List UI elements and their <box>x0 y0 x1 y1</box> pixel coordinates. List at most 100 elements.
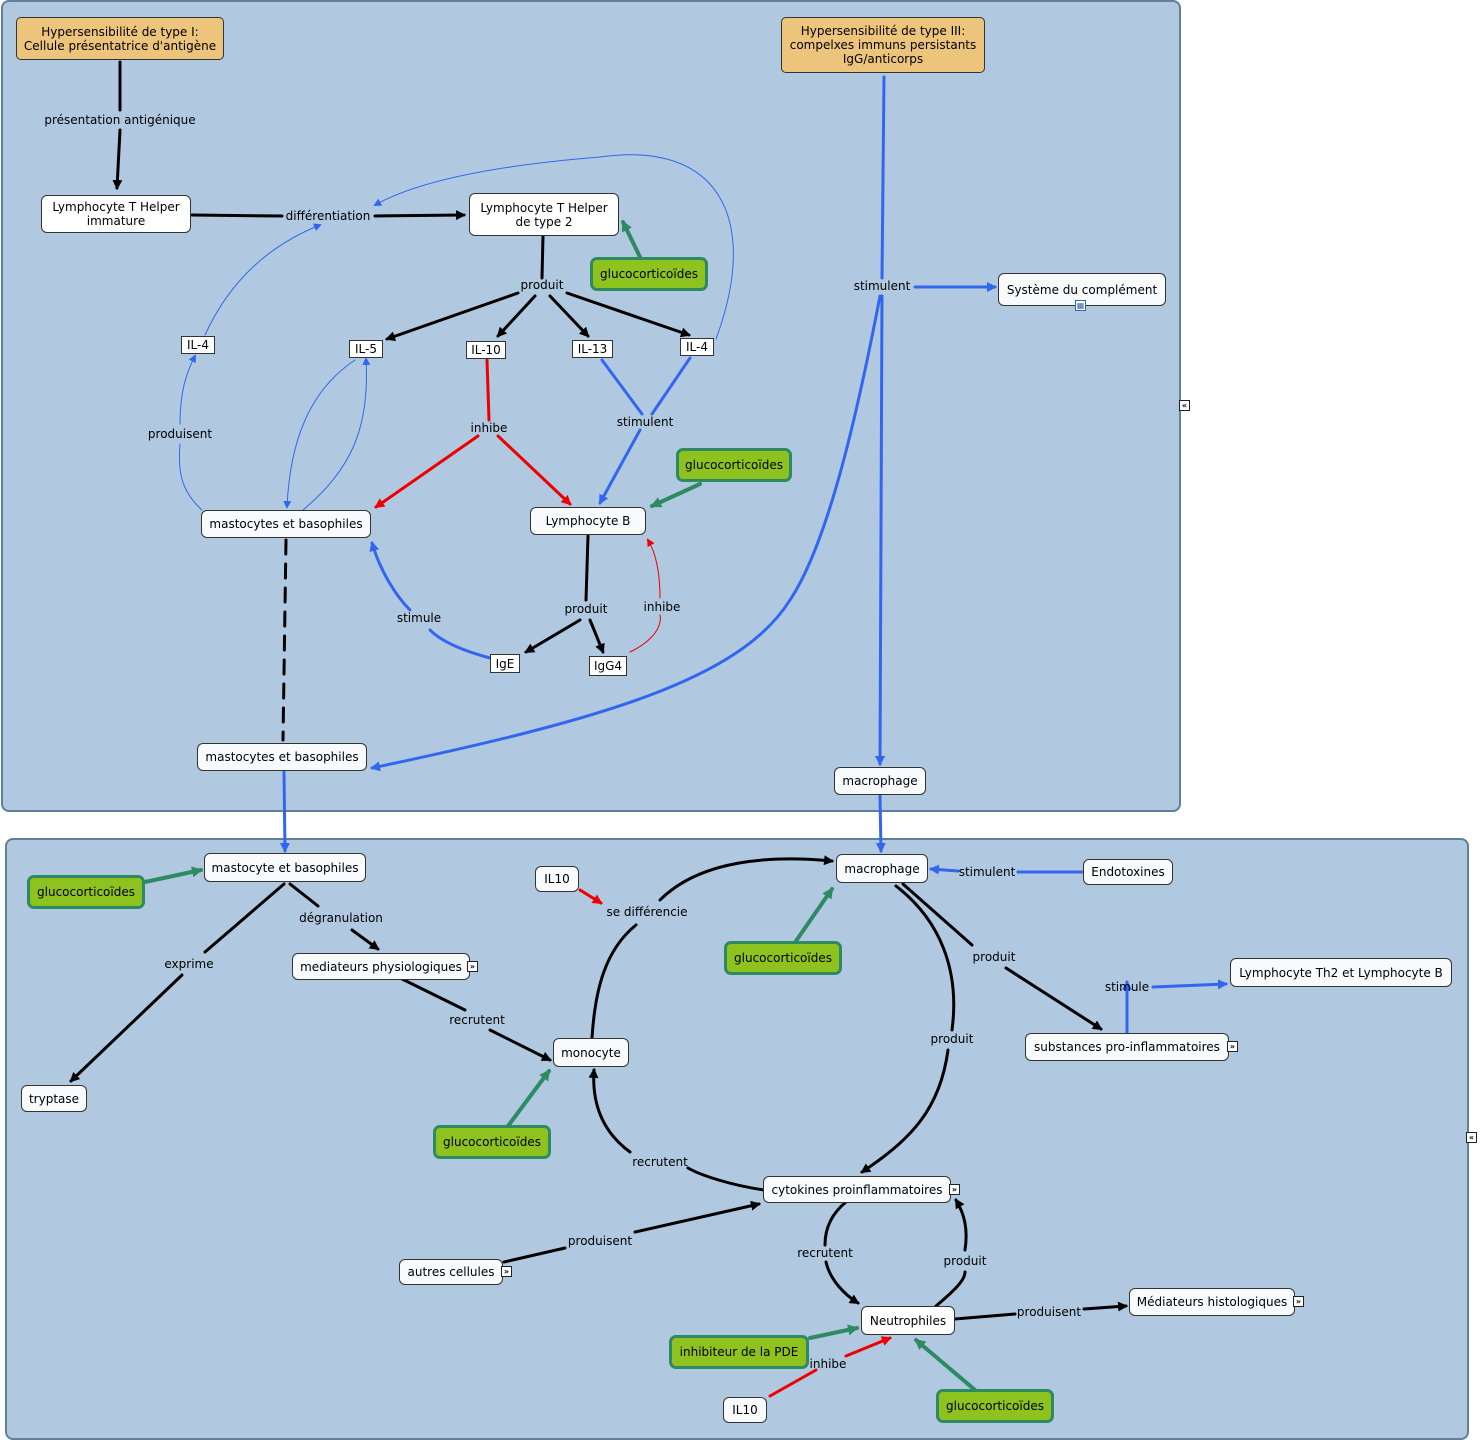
link-masto-masto2 <box>281 538 288 742</box>
link-stimulent-lymphoB <box>598 428 642 505</box>
label-stimule-ige: stimule <box>396 611 442 625</box>
link-exprime-tryptase <box>69 973 184 1083</box>
label-stimule-sub: stimule <box>1104 980 1150 994</box>
link-produit-il5 <box>385 291 520 342</box>
node-igg4[interactable]: IgG4 <box>589 656 627 676</box>
link-recrutent2-neutrophiles <box>824 1260 860 1305</box>
node-il4-left[interactable]: IL-4 <box>181 336 215 354</box>
link-recrutent-monocyte <box>488 1028 552 1062</box>
link-lth2-produit <box>540 234 545 280</box>
link-produit-substances <box>1004 966 1103 1031</box>
label-produit-b: produit <box>564 602 608 616</box>
link-produit-il10 <box>496 294 537 338</box>
link-recrutent-monocyte2 <box>588 1068 632 1154</box>
node-lth-immature[interactable]: Lymphocyte T Helper immature <box>41 195 191 233</box>
node-gluco6[interactable]: glucocorticoïdes <box>936 1389 1054 1423</box>
node-mediateurs-phys[interactable]: mediateurs physiologiques <box>292 953 470 980</box>
label-se-differencie: se différencie <box>606 905 688 919</box>
label-recrutent-med: recrutent <box>449 1013 505 1027</box>
link-hyp3-stimulent <box>880 75 886 280</box>
link-produit-il13 <box>548 294 590 338</box>
expand-icon[interactable]: » <box>949 1184 960 1195</box>
node-cytokines[interactable]: cytokines proinflammatoires <box>763 1176 951 1203</box>
link-masto3-exprime <box>203 882 286 954</box>
node-gluco4[interactable]: glucocorticoïdes <box>724 941 842 975</box>
label-inhibe-neutro: inhibe <box>809 1357 847 1371</box>
link-masto-il5 <box>302 357 371 511</box>
link-presentation-lth <box>112 128 123 190</box>
link-macrophage-produit <box>901 882 974 947</box>
label-inhibe-b: inhibe <box>643 600 681 614</box>
node-lth2-b[interactable]: Lymphocyte Th2 et Lymphocyte B <box>1230 958 1452 987</box>
concept-map-icon[interactable]: ▦ <box>1075 300 1086 311</box>
link-inhibe-neutrophiles <box>844 1336 892 1358</box>
link-sediff-macrophage <box>658 855 834 902</box>
expand-icon[interactable]: » <box>501 1266 512 1277</box>
expand-icon[interactable]: » <box>467 961 478 972</box>
label-produit-macro2: produit <box>930 1032 974 1046</box>
link-il4-diff <box>204 223 322 336</box>
node-gluco5[interactable]: glucocorticoïdes <box>433 1125 551 1159</box>
label-recrutent-neutro: recrutent <box>797 1246 853 1260</box>
node-gluco3[interactable]: glucocorticoïdes <box>27 875 145 909</box>
label-produit-macro: produit <box>972 950 1016 964</box>
link-stimulent-macrophage1 <box>875 294 886 766</box>
expand-icon[interactable]: » <box>1293 1296 1304 1307</box>
label-presentation: présentation antigénique <box>44 113 196 127</box>
node-masto3[interactable]: mastocyte et basophiles <box>204 853 366 882</box>
node-il10-a[interactable]: IL10 <box>535 866 579 892</box>
node-inhibiteur[interactable]: inhibiteur de la PDE <box>669 1335 809 1369</box>
node-gluco2[interactable]: glucocorticoïdes <box>676 448 792 482</box>
link-produisent-il4 <box>179 354 196 425</box>
node-gluco1[interactable]: glucocorticoïdes <box>590 257 708 291</box>
link-il10-sediff <box>578 888 603 905</box>
node-monocyte[interactable]: monocyte <box>553 1038 629 1067</box>
link-inhibe-lymphoB <box>496 434 572 506</box>
label-differentiation: différentiation <box>285 209 371 223</box>
node-endotoxines[interactable]: Endotoxines <box>1083 859 1173 885</box>
link-produit-cytokines2 <box>954 1198 968 1252</box>
collapse-icon[interactable]: « <box>1466 1132 1477 1143</box>
node-masto2[interactable]: mastocytes et basophiles <box>197 743 367 771</box>
link-inhibe-masto <box>374 434 480 509</box>
node-substances[interactable]: substances pro-inflammatoires <box>1025 1033 1229 1061</box>
node-macrophage2[interactable]: macrophage <box>836 854 928 883</box>
label-stimulent-top: stimulent <box>853 279 911 293</box>
link-gluco4-macrophage <box>794 887 834 943</box>
link-macrophage1-macrophage2 <box>875 794 886 853</box>
label-produisent-left: produisent <box>147 427 213 441</box>
link-produisent-cytokines <box>633 1200 761 1234</box>
expand-icon[interactable]: » <box>1227 1041 1238 1052</box>
link-gluco5-monocyte <box>506 1069 551 1128</box>
node-mediateurs-hist[interactable]: Médiateurs histologiques <box>1129 1288 1295 1316</box>
node-lymphoB[interactable]: Lymphocyte B <box>530 507 646 535</box>
node-macrophage1[interactable]: macrophage <box>834 767 926 795</box>
link-gluco1-lth2 <box>621 220 642 259</box>
node-hyp3[interactable]: Hypersensibilité de type III: compelxes … <box>781 17 985 73</box>
node-tryptase[interactable]: tryptase <box>21 1085 87 1112</box>
link-ige-stimule <box>428 628 492 660</box>
node-il13[interactable]: IL-13 <box>572 340 613 358</box>
node-masto1[interactable]: mastocytes et basophiles <box>201 510 371 538</box>
label-stimulent-mid: stimulent <box>616 415 674 429</box>
node-il10-b[interactable]: IL10 <box>723 1397 767 1423</box>
collapse-icon[interactable]: « <box>1179 400 1190 411</box>
link-il4-stimulent <box>650 356 692 416</box>
node-lth2[interactable]: Lymphocyte T Helper de type 2 <box>469 193 619 236</box>
link-inhibiteur-neutrophiles <box>808 1324 859 1340</box>
link-produit-igg4 <box>588 618 605 654</box>
node-neutrophiles[interactable]: Neutrophiles <box>861 1306 955 1335</box>
node-il4-right[interactable]: IL-4 <box>680 338 714 356</box>
node-autres[interactable]: autres cellules <box>399 1259 503 1285</box>
link-lth-diff <box>190 213 284 218</box>
node-il10-box[interactable]: IL-10 <box>466 341 506 359</box>
top-panel <box>1 0 1181 812</box>
node-hyp1[interactable]: Hypersensibilité de type I: Cellule prés… <box>16 17 224 60</box>
node-il5[interactable]: IL-5 <box>349 340 383 358</box>
label-produit-top: produit <box>520 278 564 292</box>
node-ige[interactable]: IgE <box>490 654 520 673</box>
link-il10b-inhibe <box>768 1368 818 1398</box>
link-mediateurs-recrutent <box>398 976 467 1012</box>
link-il5-masto <box>283 359 356 509</box>
